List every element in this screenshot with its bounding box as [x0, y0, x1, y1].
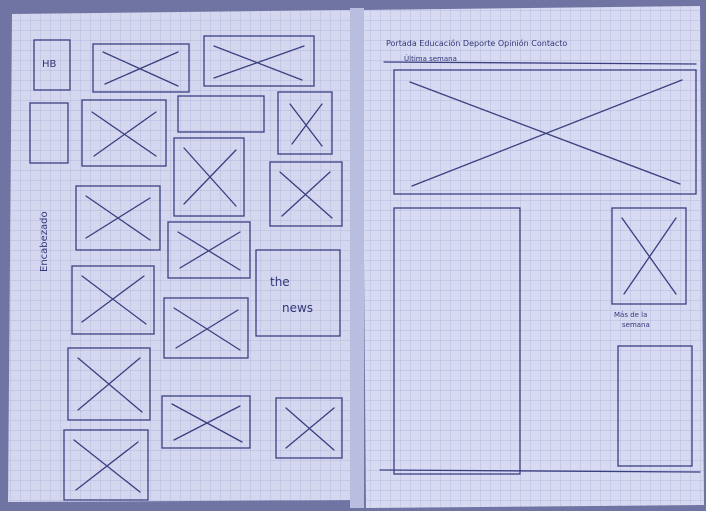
header-side-label: Encabezado — [40, 211, 50, 272]
sidebar-caption-2: semana — [622, 322, 650, 329]
left-page — [8, 10, 358, 502]
right-page — [362, 6, 704, 508]
note-line-2: news — [282, 302, 313, 314]
nav-text: Portada Educación Deporte Opinión Contac… — [386, 40, 567, 48]
logo-text: HB — [42, 60, 56, 70]
note-line-1: the — [270, 276, 290, 288]
sidebar-caption-1: Más de la — [614, 312, 647, 319]
spine — [350, 8, 364, 508]
nav-sub-text: Última semana — [404, 56, 457, 63]
